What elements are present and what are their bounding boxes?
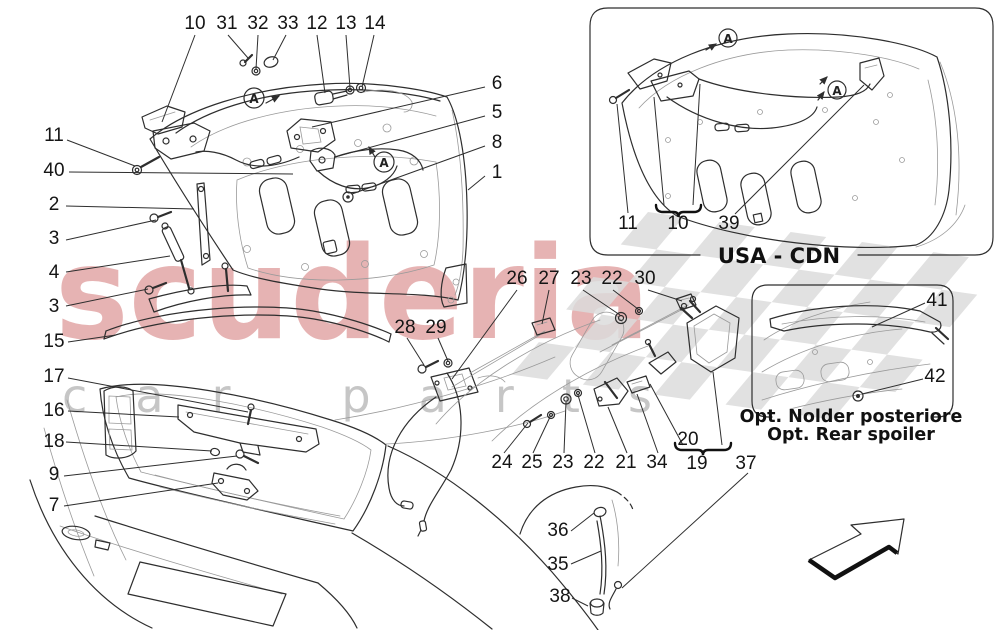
a-marker-left: A — [243, 87, 281, 109]
a-marker-inset-left: A — [705, 28, 738, 51]
svg-text:A: A — [832, 84, 842, 98]
grouping-brace — [673, 441, 733, 456]
a-marker-right: A — [368, 145, 395, 173]
bumper — [29, 479, 358, 629]
grommet-42 — [852, 390, 864, 402]
seal-strip — [103, 306, 392, 343]
watermark-tagline: car parts — [62, 369, 652, 423]
latch-cluster-art — [435, 293, 740, 442]
direction-arrow — [807, 518, 905, 581]
hinge-arm-and-strut — [144, 182, 252, 313]
a-marker-inset-right: A — [819, 76, 847, 100]
taillight — [103, 386, 137, 459]
lid-hinges — [131, 105, 211, 176]
top-fasteners — [239, 53, 367, 106]
bolt-8 — [342, 191, 354, 203]
svg-text:A: A — [723, 32, 733, 46]
lid-fastener-holes — [242, 123, 460, 304]
lid-release-cables — [195, 89, 424, 194]
spoiler-inset: Opt. Nolder posteriore Opt. Rear spoiler — [740, 284, 963, 445]
leader-lines — [63, 34, 926, 607]
svg-text:A: A — [249, 92, 259, 106]
spoiler-caption-line1: Opt. Nolder posteriore — [740, 407, 963, 427]
svg-text:A: A — [379, 156, 389, 170]
spoiler-caption-line2: Opt. Rear spoiler — [767, 425, 935, 445]
drain-tube-art — [519, 485, 634, 616]
spoiler-strip-41 — [769, 305, 950, 345]
release-actuator-art — [387, 358, 506, 537]
main-lid-art: A A — [103, 53, 468, 343]
lid-lock-assembly — [286, 118, 336, 172]
grouping-brace — [654, 203, 703, 218]
striker-bracket-16 — [177, 403, 320, 501]
usa-cdn-inset: A A USA - CDN — [589, 7, 994, 268]
bumper-mesh-grille — [127, 561, 287, 627]
usa-cdn-caption: USA - CDN — [718, 244, 840, 268]
